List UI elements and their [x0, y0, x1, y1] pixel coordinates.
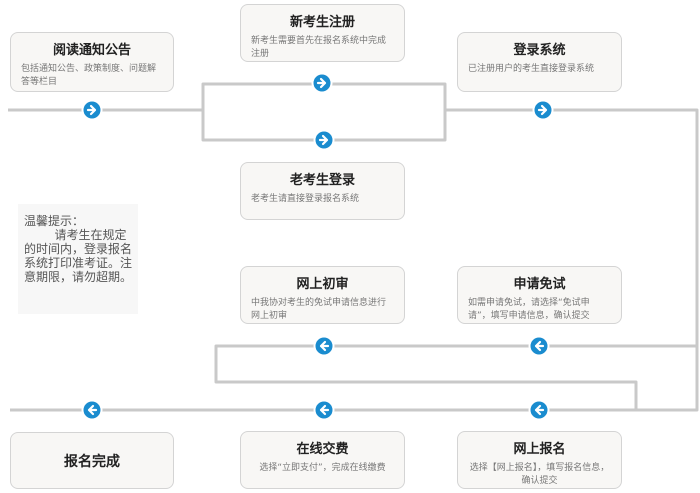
connector-arrow-8 [313, 399, 335, 421]
step-title: 阅读通知公告 [52, 43, 131, 58]
arrow-left-icon [319, 340, 330, 352]
arrow-right-icon [318, 134, 329, 146]
step-title: 报名完成 [64, 453, 120, 470]
step-title: 在线交费 [296, 442, 349, 457]
connector-arrow-9 [81, 399, 103, 421]
step-description: 中我协对考生的免试申请信息进行网上初审 [251, 298, 387, 321]
step-title: 网上报名 [513, 442, 566, 457]
middle-return-line [214, 344, 697, 410]
step-description: 选择“立即支付”，完成在线缴费 [259, 463, 386, 473]
step-new-register: 新考生注册 新考生需要首先在报名系统中完成注册 [240, 4, 405, 62]
step-title: 网上初审 [296, 277, 349, 292]
arrow-right-icon [316, 77, 327, 89]
step-title: 登录系统 [513, 43, 566, 58]
step-description: 如需申请免试，请选择“免试申请”，填写申请信息，确认提交 [468, 298, 590, 321]
step-online-registration: 网上报名 选择【网上报名】，填写报名信息，确认提交 [457, 431, 622, 489]
step-description: 已注册用户的考生直接登录系统 [468, 64, 595, 74]
connector-arrow-1 [81, 99, 103, 121]
step-description: 包括通知公告、政策制度、问题解答等栏目 [21, 64, 157, 87]
arrow-right-icon [86, 104, 97, 116]
connector-arrow-6 [313, 335, 335, 357]
step-apply-exemption: 申请免试 如需申请免试，请选择“免试申请”，填写申请信息，确认提交 [457, 266, 622, 324]
step-title: 申请免试 [513, 277, 566, 292]
step-preliminary-review: 网上初审 中我协对考生的免试申请信息进行网上初审 [240, 266, 405, 324]
arrow-left-icon [87, 404, 98, 416]
connector-arrow-3 [313, 129, 335, 151]
arrow-left-icon [319, 404, 330, 416]
top-flow-line [8, 82, 699, 412]
step-title: 新考生注册 [289, 15, 355, 30]
step-old-login: 老考生登录 老考生请直接登录报名系统 [240, 162, 405, 220]
arrow-right-icon [537, 104, 548, 116]
step-description: 老考生请直接登录报名系统 [251, 194, 360, 204]
connector-arrow-7 [528, 399, 550, 421]
arrow-left-icon [534, 340, 545, 352]
connector-arrow-5 [528, 335, 550, 357]
connector-arrow-4 [532, 99, 554, 121]
reminder-tip: 温馨提示： 请考生在规定的时间内，登录报名系统打印准考证。注意期限，请勿超期。 [18, 204, 138, 314]
step-registration-complete: 报名完成 [10, 432, 174, 489]
step-read-notice: 阅读通知公告 包括通知公告、政策制度、问题解答等栏目 [10, 32, 174, 92]
step-online-payment: 在线交费 选择“立即支付”，完成在线缴费 [240, 431, 405, 489]
arrow-left-icon [534, 404, 545, 416]
step-login: 登录系统 已注册用户的考生直接登录系统 [457, 32, 622, 92]
connector-arrow-2 [311, 72, 333, 94]
step-description: 新考生需要首先在报名系统中完成注册 [251, 36, 387, 59]
step-description: 选择【网上报名】，填写报名信息，确认提交 [469, 463, 610, 486]
step-title: 老考生登录 [289, 173, 355, 188]
